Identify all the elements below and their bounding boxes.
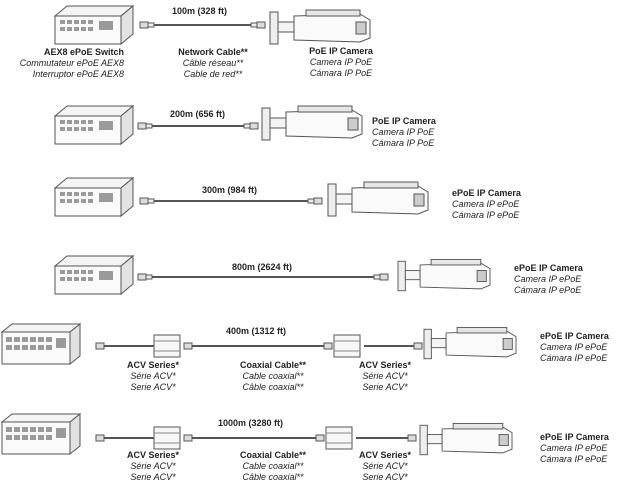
switch-2-icon (53, 104, 135, 146)
acv-label-5b-es: Serie ACV* (362, 382, 408, 392)
coaxial-label-5-en: Coaxial Cable** (239, 360, 307, 370)
acv-label-6a-fr: Série ACV* (130, 461, 176, 471)
camera-3-icon (327, 181, 429, 217)
coaxial-label-6-fr: Cable coaxial** (242, 461, 304, 471)
acv-label-5a-fr: Série ACV* (130, 371, 176, 381)
switch-1-icon (53, 4, 135, 46)
camera-1-icon (269, 9, 371, 45)
acv-label-6a-en: ACV Series* (126, 450, 180, 460)
network-cable-label-fr: Câble réseau** (182, 58, 244, 68)
distance-label-3: 300m (984 ft) (202, 185, 258, 195)
camera-2-icon (261, 105, 363, 141)
network-cable-2-icon (137, 122, 259, 130)
acv-label-6a-es: Serie ACV* (130, 472, 176, 482)
switch-5-icon (0, 322, 82, 366)
camera-2-label-fr: Camera IP PoE (372, 127, 435, 137)
switch-4-icon (53, 254, 135, 296)
camera-6-label-fr: Camera IP ePoE (540, 443, 608, 453)
camera-3-label-es: Cámara IP ePoE (452, 210, 520, 220)
network-cable-5b-icon (364, 342, 423, 350)
camera-1-label-es: Cámara IP PoE (309, 68, 373, 78)
camera-6-label-en: ePoE IP Camera (540, 432, 609, 442)
acv-adapter-6a-icon (153, 426, 181, 450)
camera-2-label-en: PoE IP Camera (372, 116, 436, 126)
network-cable-4-icon (137, 273, 389, 281)
camera-5-label-es: Cámara IP ePoE (540, 353, 608, 363)
coaxial-cable-5-icon (183, 342, 333, 350)
camera-4-label-fr: Camera IP ePoE (514, 274, 582, 284)
acv-label-5b-en: ACV Series* (358, 360, 412, 370)
switch-label-en: AEX8 ePoE Switch (43, 47, 124, 57)
camera-1-label-en: PoE IP Camera (309, 46, 373, 56)
camera-2-label-es: Cámara IP PoE (372, 138, 435, 148)
switch-label-fr: Commutateur ePoE AEX8 (19, 58, 124, 68)
coaxial-label-5-es: Câble coaxial** (242, 382, 304, 392)
camera-6-icon (419, 422, 513, 456)
switch-label-es: Interruptor ePoE AEX8 (32, 69, 124, 79)
camera-4-icon (397, 258, 491, 292)
acv-adapter-5b-icon (333, 334, 361, 358)
switch-3-icon (53, 176, 135, 218)
distance-label-4: 800m (2624 ft) (232, 262, 293, 272)
acv-label-5a-es: Serie ACV* (130, 382, 176, 392)
camera-3-label-en: ePoE IP Camera (452, 188, 521, 198)
camera-1-label-fr: Camera IP PoE (309, 57, 373, 67)
acv-label-6b-fr: Série ACV* (362, 461, 408, 471)
camera-5-icon (423, 326, 517, 360)
distance-label-5: 400m (1312 ft) (226, 326, 287, 336)
camera-5-label-fr: Camera IP ePoE (540, 342, 608, 352)
coaxial-cable-6-icon (183, 434, 325, 442)
camera-3-label-fr: Camera IP ePoE (452, 199, 520, 209)
distance-label-6: 1000m (3280 ft) (218, 418, 284, 428)
camera-4-label-es: Cámara IP ePoE (514, 285, 582, 295)
acv-label-5b-fr: Série ACV* (362, 371, 408, 381)
coaxial-label-6-en: Coaxial Cable** (239, 450, 307, 460)
network-cable-label-en: Network Cable** (178, 47, 248, 57)
camera-5-label-en: ePoE IP Camera (540, 331, 609, 341)
coaxial-label-5-fr: Cable coaxial** (242, 371, 304, 381)
switch-6-icon (0, 412, 82, 456)
coaxial-label-6-es: Câble coaxial** (242, 472, 304, 482)
network-cable-6a-icon (95, 434, 154, 442)
network-cable-6b-icon (356, 434, 417, 442)
network-cable-3-icon (139, 197, 323, 205)
acv-adapter-6b-icon (325, 426, 353, 450)
network-cable-1-icon (139, 21, 266, 29)
distance-label-2: 200m (656 ft) (170, 109, 226, 119)
acv-label-6b-en: ACV Series* (358, 450, 412, 460)
distance-label-1: 100m (328 ft) (172, 6, 228, 16)
acv-label-6b-es: Serie ACV* (362, 472, 408, 482)
camera-6-label-es: Cámara IP ePoE (540, 454, 608, 464)
acv-adapter-5a-icon (153, 334, 181, 358)
network-cable-5a-icon (95, 342, 154, 350)
network-cable-label-es: Cable de red** (183, 69, 243, 79)
acv-label-5a-en: ACV Series* (126, 360, 180, 370)
camera-4-label-en: ePoE IP Camera (514, 263, 583, 273)
